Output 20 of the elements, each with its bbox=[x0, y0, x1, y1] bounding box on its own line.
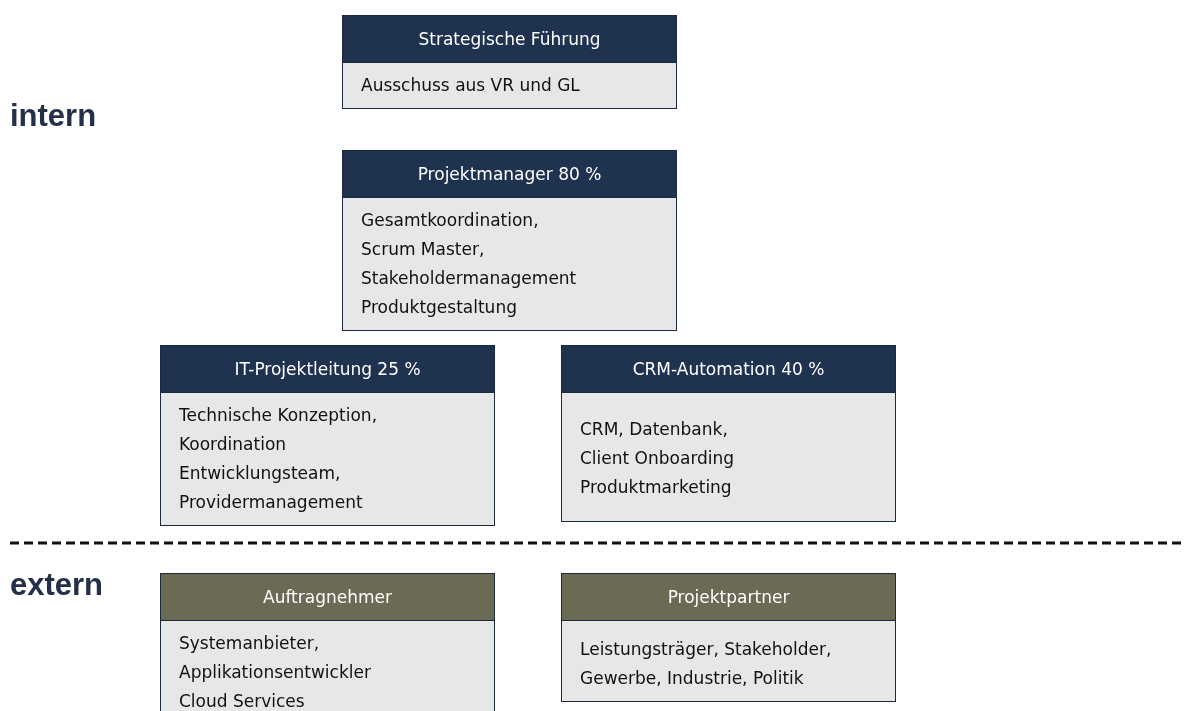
section-label: extern bbox=[10, 567, 104, 603]
card-header: Auftragnehmer bbox=[161, 574, 494, 621]
card-body-text: Ausschuss aus VR und GL bbox=[360, 74, 581, 97]
section-label: intern bbox=[10, 98, 97, 134]
role-card bbox=[160, 573, 495, 711]
card-header: Strategische Führung bbox=[343, 16, 676, 63]
role-card bbox=[342, 150, 677, 331]
card-body-text: CRM, Datenbank, Client Onboarding Produktmarketing bbox=[579, 418, 736, 499]
role-card bbox=[342, 15, 677, 109]
role-card bbox=[561, 345, 896, 522]
card-header: Projektmanager 80 % bbox=[343, 151, 676, 198]
card-header: Projektpartner bbox=[562, 574, 895, 621]
card-body-text: Systemanbieter, Applikationsentwickler Cloud Services bbox=[178, 632, 372, 711]
role-card bbox=[561, 573, 896, 702]
card-body-text: Technische Konzeption, Koordination Entwicklungsteam, Providermanagement bbox=[178, 404, 379, 514]
role-card bbox=[160, 345, 495, 526]
card-body-text: Leistungsträger, Stakeholder, Gewerbe, Industrie, Politik bbox=[579, 638, 833, 690]
card-header: IT-Projektleitung 25 % bbox=[161, 346, 494, 393]
card-body-text: Gesamtkoordination, Scrum Master, Stakeholdermanagement Produktgestaltung bbox=[360, 209, 578, 319]
card-header: CRM-Automation 40 % bbox=[562, 346, 895, 393]
